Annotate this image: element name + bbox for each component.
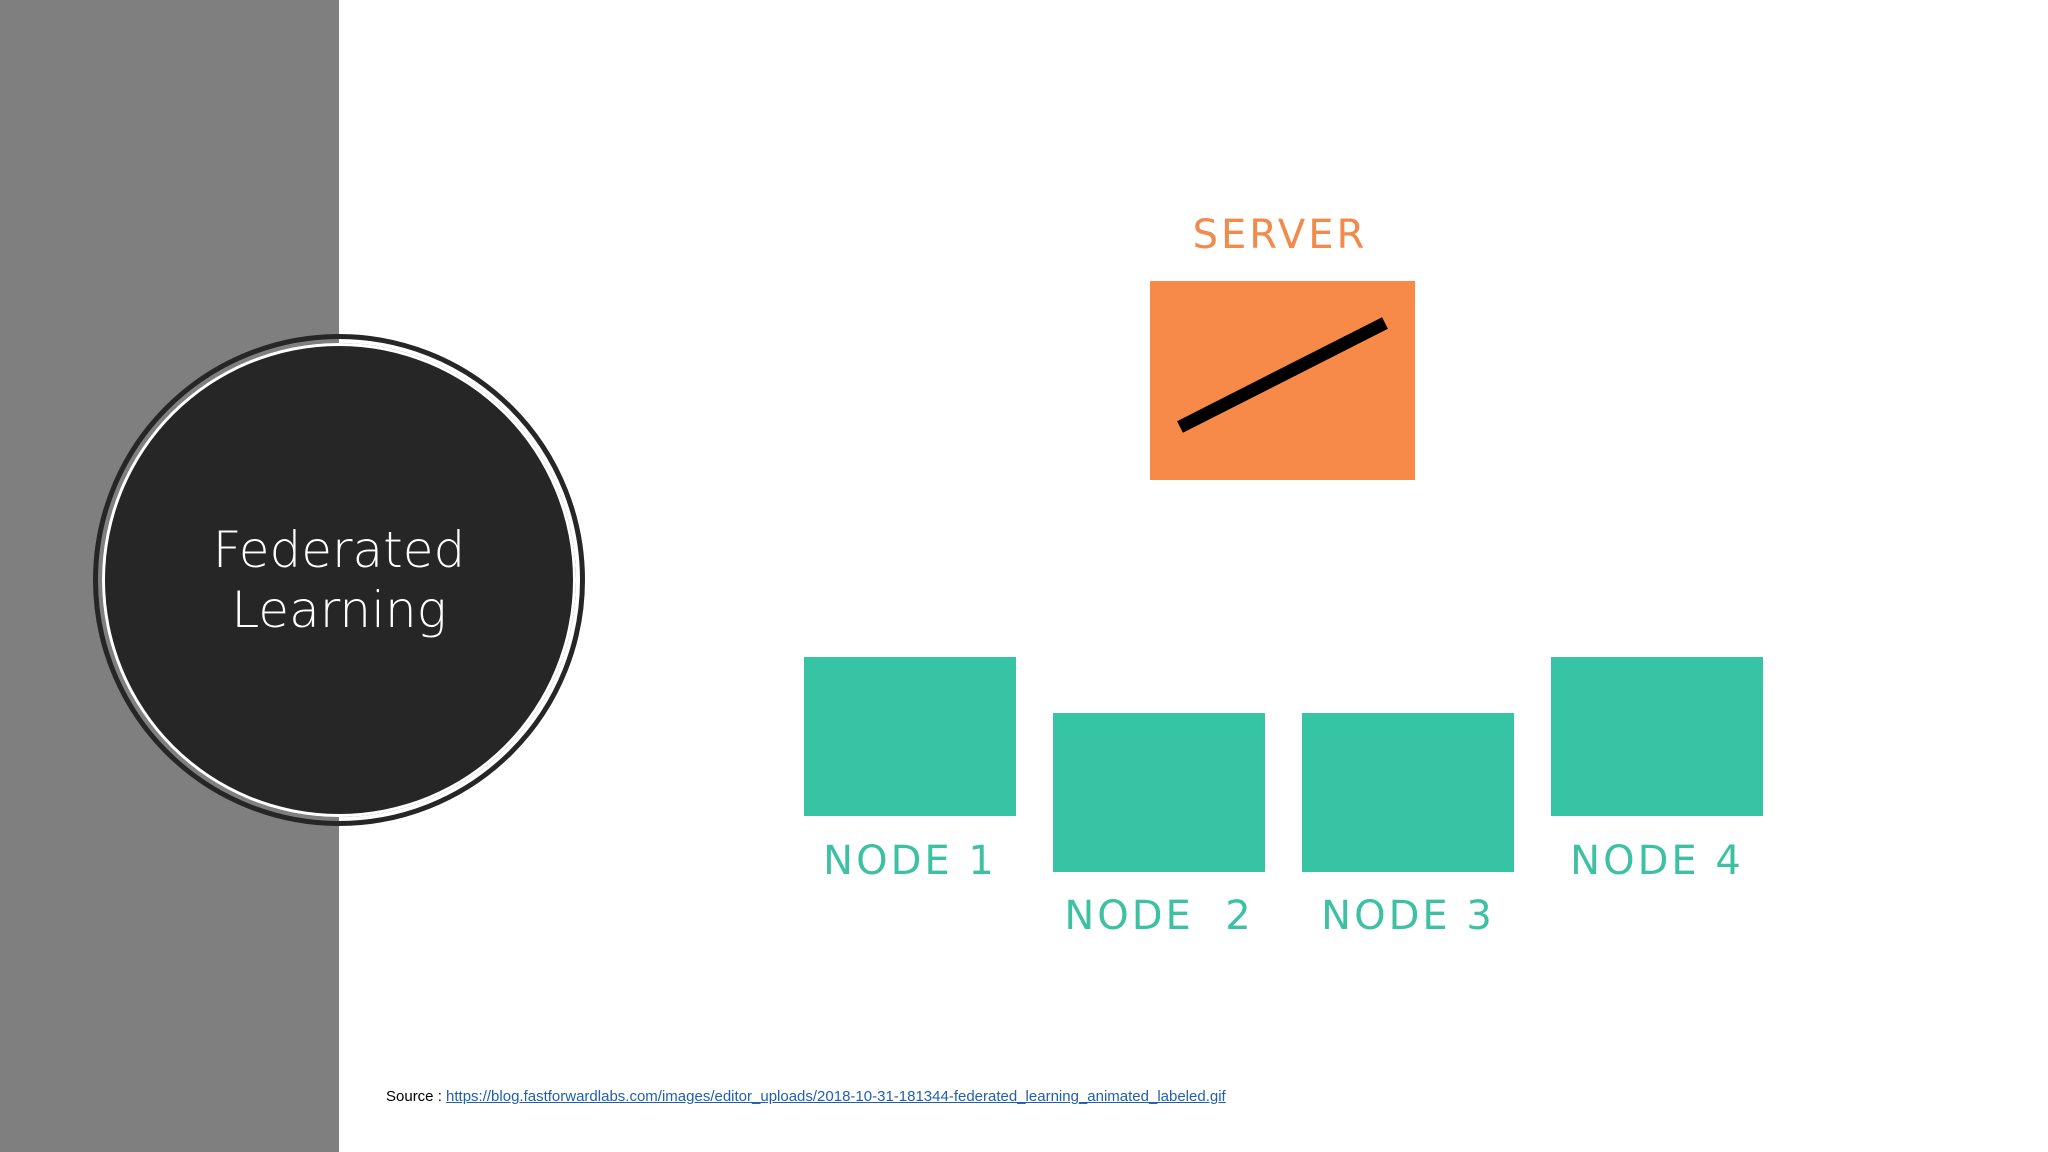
node-3-label: NODE 3 bbox=[1321, 893, 1495, 939]
node-4-label: NODE 4 bbox=[1570, 838, 1744, 884]
node-1-box bbox=[804, 657, 1016, 816]
slide-title: Federated Learning bbox=[212, 521, 466, 639]
server-box bbox=[1150, 281, 1415, 480]
node-3-box bbox=[1302, 713, 1514, 872]
node-2-box bbox=[1053, 713, 1265, 872]
slash-icon bbox=[1177, 317, 1388, 433]
server-label: SERVER bbox=[1192, 212, 1368, 258]
source-label: Source : bbox=[386, 1088, 447, 1105]
title-circle bbox=[102, 343, 576, 817]
node-1-label: NODE 1 bbox=[823, 838, 997, 884]
title-circle-ring bbox=[93, 334, 585, 826]
node-2-label: NODE 2 bbox=[1064, 893, 1254, 939]
node-4-box bbox=[1551, 657, 1763, 816]
source-citation: Source : https://blog.fastforwardlabs.co… bbox=[386, 1088, 1226, 1105]
source-link[interactable]: https://blog.fastforwardlabs.com/images/… bbox=[446, 1088, 1226, 1105]
